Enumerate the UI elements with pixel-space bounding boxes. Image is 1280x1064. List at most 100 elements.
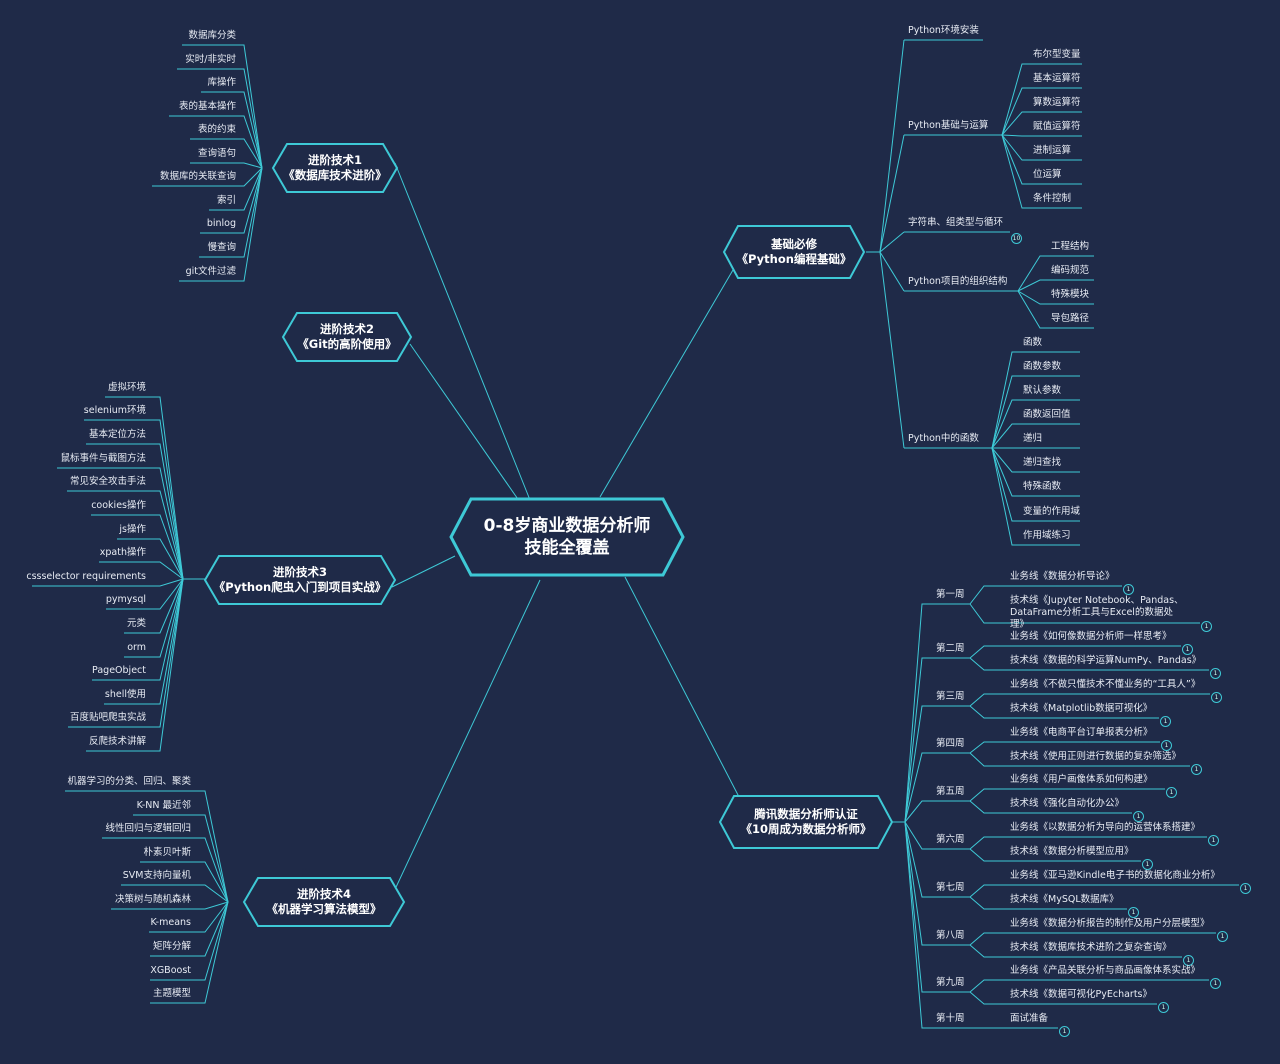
leaf-node: xpath操作 <box>99 547 146 558</box>
leaf-node: binlog <box>206 218 236 229</box>
course-node: 技术线《Matplotlib数据可视化》 <box>1010 703 1153 714</box>
count-badge: 1 <box>1158 1002 1169 1013</box>
course-node: 业务线《以数据分析为导向的运营体系搭建》 <box>1010 822 1201 833</box>
leaf-connector <box>149 578 184 681</box>
leaf-connector <box>238 91 263 169</box>
week-node: 第十周 <box>936 1013 965 1024</box>
course-node: 技术线《MySQL数据库》 <box>1010 894 1119 905</box>
leaf-connector <box>1017 279 1047 292</box>
week-connector <box>904 821 930 898</box>
leaf-node: 函数参数 <box>1023 361 1062 372</box>
course-node: 技术线《数据分析模型应用》 <box>1010 846 1134 857</box>
subtopic-node: 字符串、组类型与循环 <box>908 217 1004 228</box>
main-connector <box>409 343 523 506</box>
course-node: 业务线《数据分析导论》 <box>1010 571 1115 582</box>
leaf-node: K-NN 最近邻 <box>136 800 191 811</box>
leaf-node: 导包路径 <box>1051 313 1090 324</box>
main-connector <box>389 579 541 901</box>
leaf-node: 虚拟环境 <box>107 382 146 393</box>
branch-subtitle: 《机器学习算法模型》 <box>266 902 382 916</box>
leaf-node: 表的基本操作 <box>178 101 236 112</box>
course-connector <box>969 800 1004 814</box>
leaf-node: 基本定位方法 <box>88 429 146 440</box>
branch-title: 腾讯数据分析师认证 <box>754 807 858 821</box>
leaf-connector <box>1001 134 1029 185</box>
week-connector <box>904 657 930 823</box>
leaf-node: 实时/非实时 <box>185 54 236 65</box>
course-node: 面试准备 <box>1010 1013 1049 1024</box>
leaf-connector <box>194 901 229 957</box>
center-node-shape <box>449 497 685 577</box>
leaf-node: 递归查找 <box>1023 457 1062 468</box>
count-badge: 10 <box>1011 233 1022 244</box>
leaf-connector <box>149 578 184 752</box>
week-connector <box>904 603 930 823</box>
course-connector <box>969 788 1004 802</box>
leaf-node: 递归 <box>1023 433 1043 444</box>
course-connector <box>969 991 1004 1005</box>
course-connector <box>969 848 1004 862</box>
branch-basic-shape <box>722 225 866 279</box>
course-connector <box>969 932 1004 946</box>
leaf-connector <box>194 814 229 903</box>
leaf-connector <box>238 167 263 187</box>
count-badge: 1 <box>1210 668 1221 679</box>
count-badge: 1 <box>1166 787 1177 798</box>
course-node: 业务线《如何像数据分析师一样思考》 <box>1010 631 1172 642</box>
subtopic-connector <box>879 231 905 253</box>
leaf-node: 基本运算符 <box>1033 73 1081 84</box>
leaf-node: 索引 <box>216 195 236 206</box>
week-connector <box>904 800 930 823</box>
branch-basic: 基础必修《Python编程基础》 <box>724 226 864 278</box>
count-badge: 1 <box>1210 978 1221 989</box>
leaf-node: 元类 <box>126 618 146 629</box>
leaf-node: 慢查询 <box>207 242 236 253</box>
leaf-node: orm <box>127 642 146 653</box>
main-connector <box>391 555 456 588</box>
count-badge: 1 <box>1123 584 1134 595</box>
count-badge: 1 <box>1240 883 1251 894</box>
leaf-node: 函数 <box>1023 337 1043 348</box>
course-connector <box>969 741 1004 754</box>
branch-title: 进阶技术1 <box>307 153 362 167</box>
leaf-node: selenium环境 <box>83 405 146 416</box>
count-badge: 1 <box>1211 692 1222 703</box>
leaf-node: 反爬技术讲解 <box>88 736 146 747</box>
week-connector <box>904 821 930 1029</box>
leaf-connector <box>238 167 263 211</box>
leaf-connector <box>194 790 229 903</box>
leaf-connector <box>149 396 184 580</box>
leaf-connector <box>149 514 184 580</box>
main-connector <box>624 576 753 823</box>
subtopic-connector <box>879 134 905 253</box>
branch-subtitle: 《Git的高阶使用》 <box>297 337 397 351</box>
week-node: 第二周 <box>936 643 965 654</box>
leaf-node: 进制运算 <box>1033 145 1072 156</box>
course-node: 业务线《不做只懂技术不懂业务的“工具人”》 <box>1010 679 1201 690</box>
leaf-node: 变量的作用域 <box>1023 506 1081 517</box>
branch-title: 基础必修 <box>771 237 817 251</box>
course-node: 业务线《电商平台订单报表分析》 <box>1010 727 1153 738</box>
leaf-node: pymysql <box>105 594 146 605</box>
week-connector <box>904 752 930 823</box>
branch-adv1: 进阶技术1《数据库技术进阶》 <box>273 144 397 192</box>
course-node: 业务线《用户画像体系如何构建》 <box>1010 774 1153 785</box>
branch-adv1-shape <box>271 143 399 193</box>
leaf-connector <box>1001 63 1029 136</box>
subtopic-connector <box>879 251 905 292</box>
subtopic-node: Python环境安装 <box>908 25 979 36</box>
course-node: 技术线《Jupyter Notebook、Pandas、DataFrame分析工… <box>1010 595 1184 630</box>
leaf-node: 条件控制 <box>1033 193 1072 204</box>
leaf-node: 百度贴吧爬虫实战 <box>69 712 146 723</box>
subtopic-connector <box>879 251 905 449</box>
leaf-connector <box>991 423 1019 449</box>
leaf-connector <box>149 578 184 658</box>
count-badge: 1 <box>1160 716 1171 727</box>
leaf-node: 机器学习的分类、回归、聚类 <box>67 776 191 787</box>
subtopic-node: Python基础与运算 <box>908 120 989 131</box>
leaf-connector <box>991 375 1019 449</box>
leaf-node: cookies操作 <box>91 500 146 511</box>
leaf-node: git文件过滤 <box>185 266 236 277</box>
leaf-connector <box>238 115 263 169</box>
branch-subtitle: 《Python爬虫入门到项目实战》 <box>213 580 387 594</box>
